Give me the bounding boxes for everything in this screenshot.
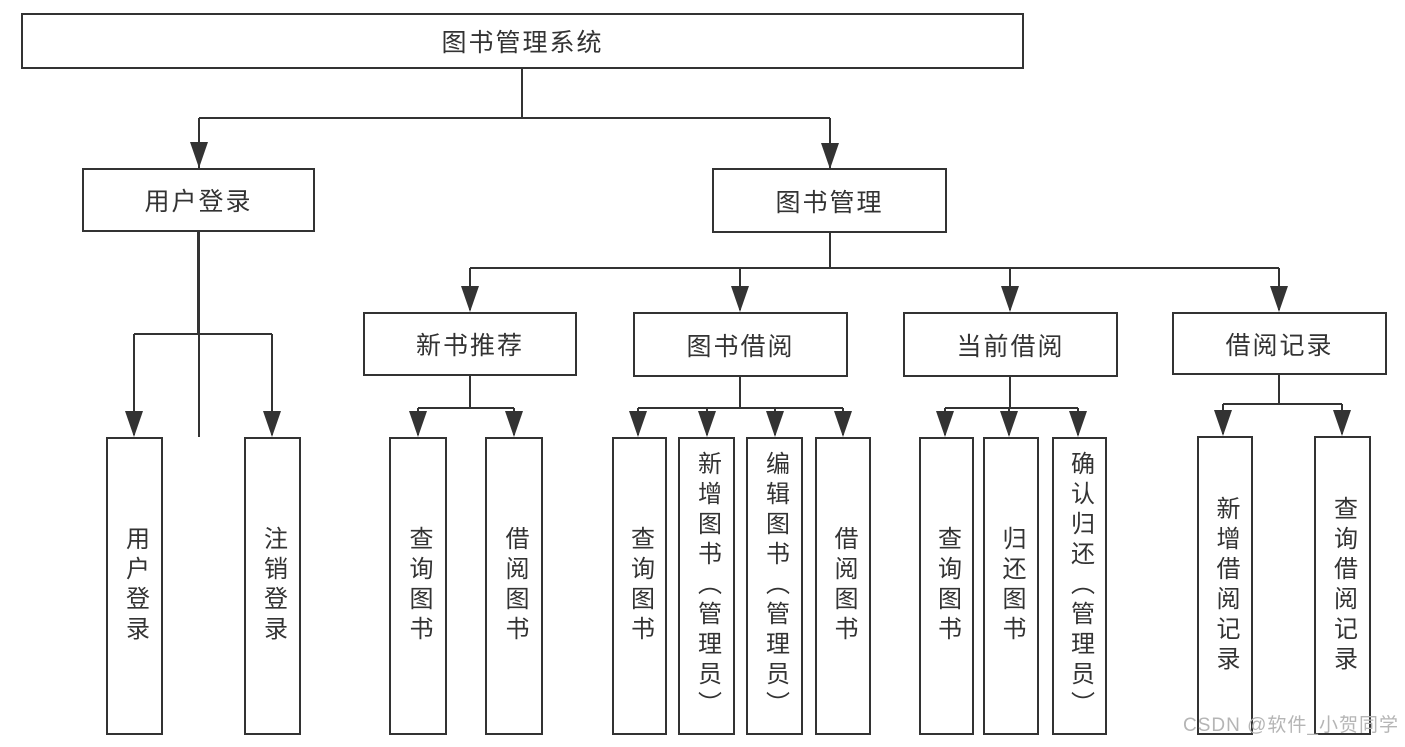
leaf-search-books-2: 查询图书 [612,437,667,735]
node-borrowing-records: 借阅记录 [1172,312,1387,375]
leaf-add-books-admin: 新增图书（管理员） [678,437,735,735]
node-library-management-system: 图书管理系统 [21,13,1024,69]
leaf-return-books: 归还图书 [983,437,1039,735]
leaf-borrow-books: 借阅图书 [485,437,543,735]
leaf-edit-books-admin: 编辑图书（管理员） [746,437,803,735]
leaf-search-books-3: 查询图书 [919,437,974,735]
leaf-confirm-return-admin: 确认归还（管理员） [1052,437,1107,735]
leaf-borrow-books-2: 借阅图书 [815,437,871,735]
leaf-add-borrow-record: 新增借阅记录 [1197,436,1253,735]
leaf-logout: 注销登录 [244,437,301,735]
watermark: CSDN @软件_小贺同学 [1183,715,1399,736]
leaf-user-login: 用户登录 [106,437,163,735]
node-book-borrowing: 图书借阅 [633,312,848,377]
node-current-borrowing: 当前借阅 [903,312,1118,377]
arrowheads [125,142,1351,437]
node-user-login: 用户登录 [82,168,315,232]
node-book-management: 图书管理 [712,168,947,233]
leaf-search-books: 查询图书 [389,437,447,735]
leaf-search-borrow-record: 查询借阅记录 [1314,436,1371,735]
node-new-book-recommendation: 新书推荐 [363,312,577,376]
